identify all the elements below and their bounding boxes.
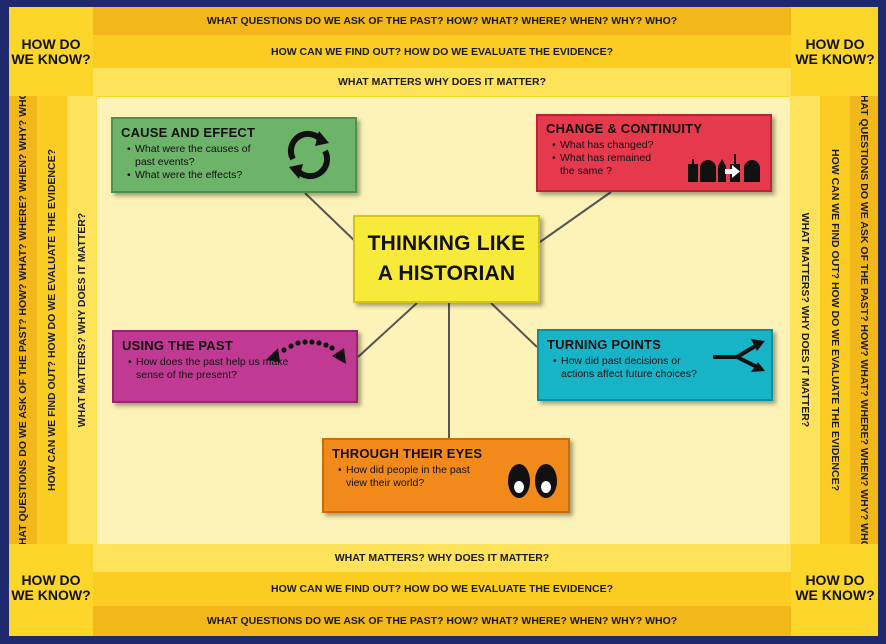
concept-title: CHANGE & CONTINUITY xyxy=(546,121,703,136)
bullet-text: past events? xyxy=(135,156,195,168)
bullet-text: the same ? xyxy=(560,165,612,177)
band-right-evidence: HOW CAN WE FIND OUT? HOW DO WE EVALUATE … xyxy=(820,96,850,544)
bullet-text: sense of the present? xyxy=(136,369,237,381)
band-left-matters: WHAT MATTERS? WHY DOES IT MATTER? xyxy=(67,96,97,544)
band-text: HOW CAN WE FIND OUT? HOW DO WE EVALUATE … xyxy=(270,583,613,595)
connector-using xyxy=(357,302,418,358)
band-text: HOW CAN WE FIND OUT? HOW DO WE EVALUATE … xyxy=(270,45,613,58)
concept-change-and-continuity: CHANGE & CONTINUITY What has changed? Wh… xyxy=(536,114,772,192)
band-text: WHAT MATTERS WHY DOES IT MATTER? xyxy=(337,76,547,88)
fork-arrow-icon xyxy=(713,339,765,372)
dotted-arc-arrow-icon xyxy=(266,339,346,364)
center-line2: A HISTORIAN xyxy=(377,262,516,285)
band-text: WHAT MATTERS? WHY DOES IT MATTER? xyxy=(334,552,550,564)
connector-lines xyxy=(304,191,612,438)
band-left-questions: WHAT QUESTIONS DO WE ASK OF THE PAST? HO… xyxy=(9,96,37,544)
corner-line1: HOW DO xyxy=(21,36,81,52)
band-bottom-evidence: HOW CAN WE FIND OUT? HOW DO WE EVALUATE … xyxy=(93,572,791,606)
connector-change xyxy=(539,191,612,243)
concept-using-the-past: USING THE PAST How does the past help us… xyxy=(112,330,358,403)
band-bottom-questions: WHAT QUESTIONS DO WE ASK OF THE PAST? HO… xyxy=(93,606,791,636)
center-title-box: THINKING LIKE A HISTORIAN xyxy=(353,215,540,303)
bullet-text: How did past decisions or xyxy=(561,355,681,367)
bullet: What were the effects? xyxy=(127,169,347,182)
corner-line2: WE KNOW? xyxy=(795,587,875,603)
concept-cause-and-effect: CAUSE AND EFFECT What were the causes of… xyxy=(111,117,357,193)
bullet-text: What were the causes of xyxy=(135,143,251,155)
bullet-text: What has remained xyxy=(560,152,652,164)
connector-turning xyxy=(490,302,538,348)
concept-title: TURNING POINTS xyxy=(547,337,662,352)
band-top-questions: WHAT QUESTIONS DO WE ASK OF THE PAST? HO… xyxy=(93,7,791,35)
concept-title: USING THE PAST xyxy=(122,338,233,353)
bullet-text: How did people in the past xyxy=(346,464,470,476)
concept-turning-points: TURNING POINTS How did past decisions or… xyxy=(537,329,773,401)
corner-line2: WE KNOW? xyxy=(795,51,875,67)
bullet-text: view their world? xyxy=(346,477,425,489)
corner-line1: HOW DO xyxy=(805,572,865,588)
center-line1: THINKING LIKE xyxy=(367,232,526,255)
corner-line2: WE KNOW? xyxy=(11,587,91,603)
band-top-matters: WHAT MATTERS WHY DOES IT MATTER? xyxy=(93,68,791,96)
band-right-questions: WHAT QUESTIONS DO WE ASK OF THE PAST? HO… xyxy=(850,96,878,544)
concept-title: THROUGH THEIR EYES xyxy=(332,446,483,461)
band-bottom-matters: WHAT MATTERS? WHY DOES IT MATTER? xyxy=(93,544,791,572)
buildings-arrow-icon xyxy=(688,154,760,182)
cycle-arrows-icon xyxy=(288,130,330,180)
corner-line1: HOW DO xyxy=(21,572,81,588)
concept-through-their-eyes: THROUGH THEIR EYES How did people in the… xyxy=(322,438,570,513)
band-left-evidence: HOW CAN WE FIND OUT? HOW DO WE EVALUATE … xyxy=(37,96,67,544)
band-top-evidence: HOW CAN WE FIND OUT? HOW DO WE EVALUATE … xyxy=(93,35,791,68)
frame: WHAT QUESTIONS DO WE ASK OF THE PAST? HO… xyxy=(9,7,878,636)
bullet-text: How does the past help us make xyxy=(136,356,289,368)
bullet-text: actions affect future choices? xyxy=(561,368,697,380)
concept-title: CAUSE AND EFFECT xyxy=(121,125,256,140)
eyes-icon xyxy=(508,464,557,498)
band-text: WHAT QUESTIONS DO WE ASK OF THE PAST? HO… xyxy=(206,615,678,627)
corner-line2: WE KNOW? xyxy=(11,51,91,67)
corner-line1: HOW DO xyxy=(805,36,865,52)
band-text: WHAT QUESTIONS DO WE ASK OF THE PAST? HO… xyxy=(206,15,678,27)
connector-cause xyxy=(304,192,360,246)
band-right-matters: WHAT MATTERS? WHY DOES IT MATTER? xyxy=(790,96,820,544)
bullet: What has changed? xyxy=(552,139,762,152)
